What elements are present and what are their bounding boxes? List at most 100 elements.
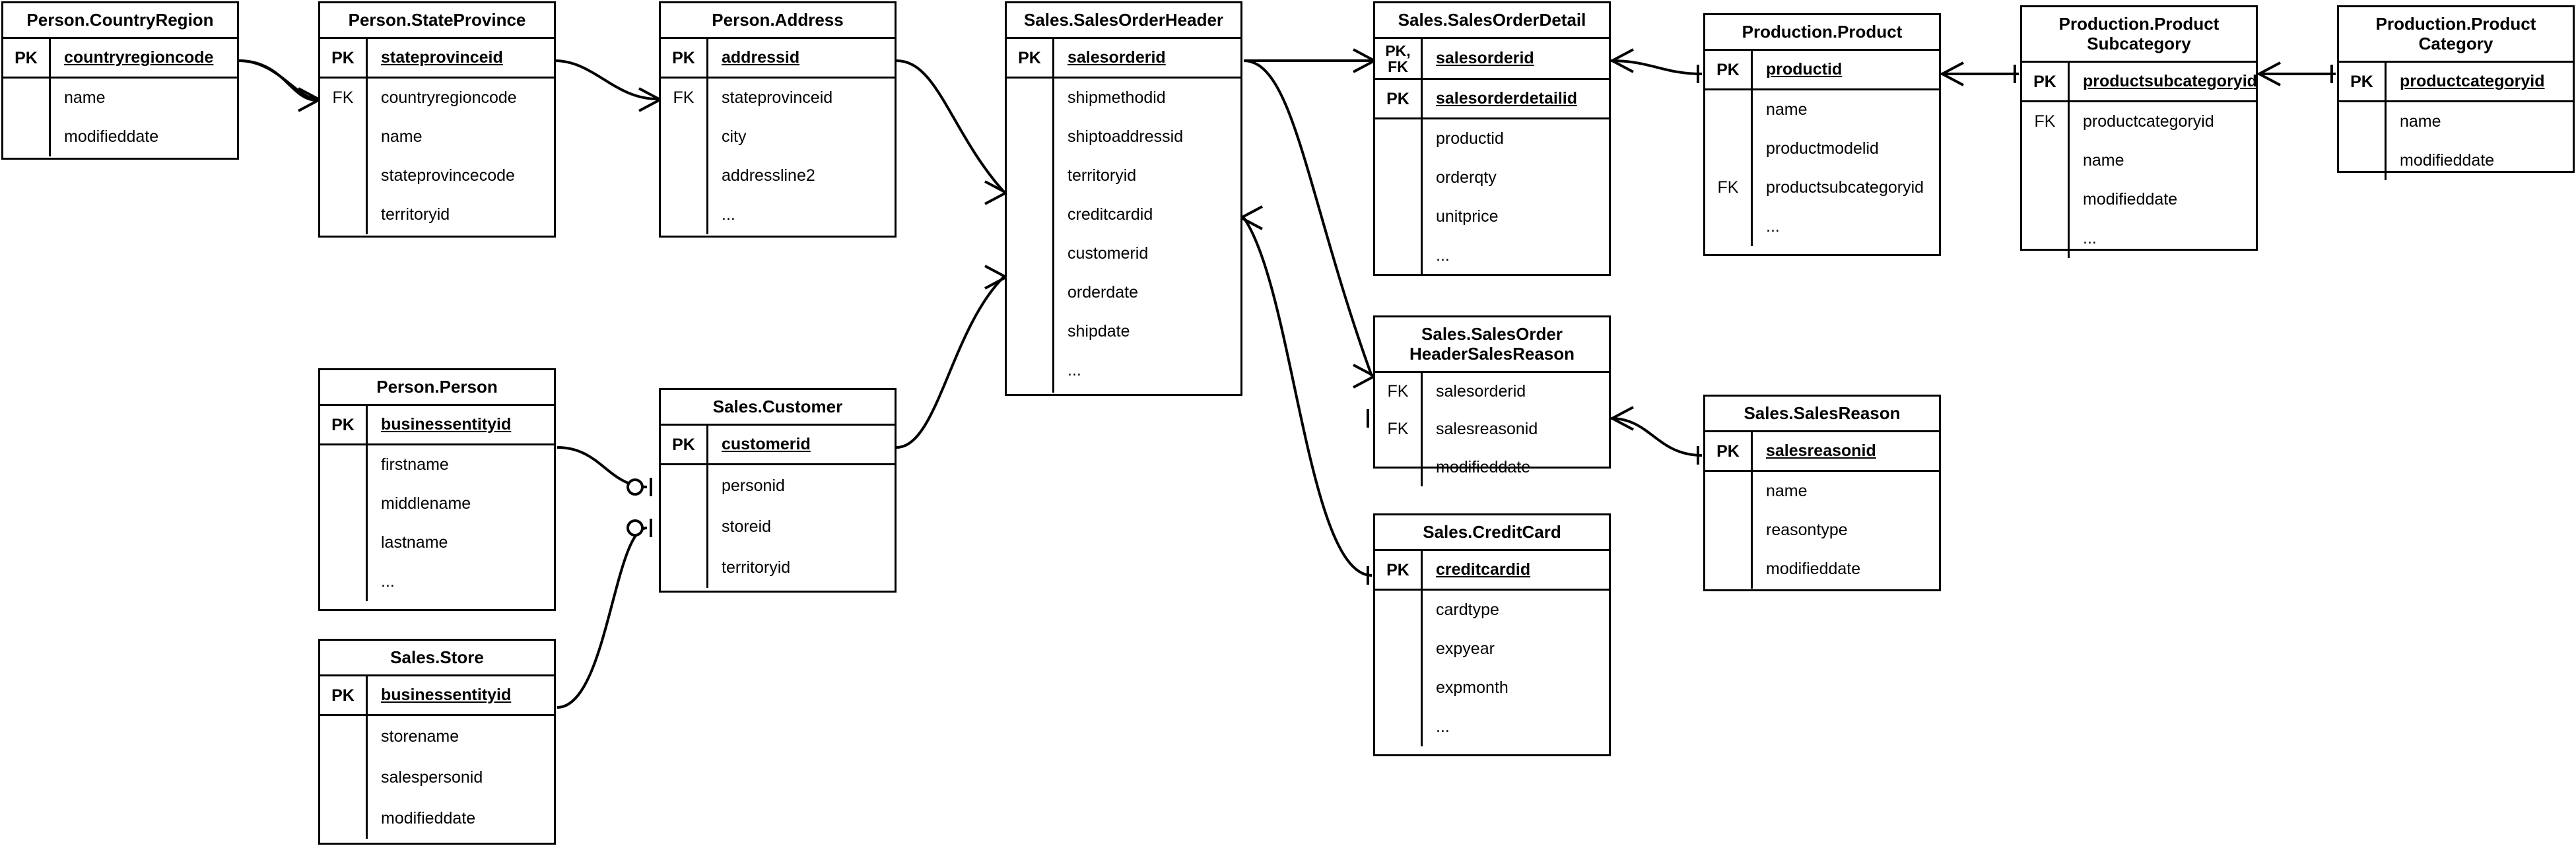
attribute-column: name modifieddate [51,79,237,156]
attribute-row: productid [1436,129,1504,148]
attribute-section: FK stateprovinceid city addressline2 ... [661,79,895,234]
pk-row[interactable]: PK productcategoryid [2339,63,2573,102]
entity-title: Sales.SalesOrder HeaderSalesReason [1409,324,1575,364]
entity-production-product[interactable]: Production.Product PK productid FK name … [1703,13,1941,256]
key-cell [2339,102,2385,141]
attribute-section: productid orderqty unitprice ... [1375,119,1609,275]
entity-sales-salesorderheadersalesreason[interactable]: Sales.SalesOrder HeaderSalesReason FK FK… [1373,315,1611,486]
entity-body: PK stateprovinceid FK countryregioncode … [320,37,554,234]
pk-row[interactable]: PK salesorderdetailid [1375,80,1609,119]
key-cell [1007,312,1052,351]
entity-title: Sales.SalesOrderDetail [1398,10,1586,30]
attribute-row: storename [381,727,459,746]
key-column [1375,119,1423,275]
pk-row[interactable]: PK businessentityid [320,676,554,716]
entity-production-productsubcategory[interactable]: Production.Product Subcategory PK produc… [2020,5,2258,258]
pk-row[interactable]: PK productid [1705,51,1939,90]
attribute-section: name reasontype modifieddate [1705,472,1939,589]
key-cell [661,547,706,588]
entity-production-productcategory[interactable]: Production.Product Category PK productca… [2337,5,2575,180]
entity-sales-salesorderheader[interactable]: Sales.SalesOrderHeader PK salesorderid [1005,1,1242,396]
key-cell [320,484,366,523]
pk-row[interactable]: PK salesorderid [1007,39,1240,79]
pk-row[interactable]: PK creditcardid [1375,551,1609,591]
marker-many-productsubcategory-product [1942,61,1964,86]
pk-row[interactable]: PK countryregioncode [3,39,237,79]
attribute-row: ... [2083,229,2097,247]
entity-person-address[interactable]: Person.Address PK addressid FK stateprov… [659,1,897,238]
key-cell [320,562,366,601]
attribute-section: name modifieddate [3,79,237,156]
key-cell [1375,630,1421,668]
marker-zero-one-person-customer [627,478,644,496]
pk-row[interactable]: PK productsubcategoryid [2022,63,2257,102]
pk-row[interactable]: PK businessentityid [320,406,554,445]
key-cell [661,465,706,506]
attribute-row: territoryid [381,205,450,224]
attribute-row: countryregioncode [381,88,517,107]
connector-countryregion-stateprovince [238,59,318,100]
pk-row-composite[interactable]: PK, FK salesorderid [1375,39,1609,80]
entity-person-stateprovince[interactable]: Person.StateProvince PK stateprovinceid … [318,1,556,238]
key-cell [1375,197,1421,236]
key-cell: FK [1387,420,1409,439]
entity-title: Production.Product Category [2375,14,2536,53]
connector-salesorderheader-sohsalesreason [1243,59,1373,377]
entity-person-countryregion[interactable]: Person.CountryRegion PK countryregioncod… [1,1,239,160]
attribute-column: name reasontype modifieddate [1753,472,1939,589]
pk-row[interactable]: PK stateprovinceid [320,39,554,79]
key-marker: PK [3,39,51,77]
attribute-row: cardtype [1436,601,1499,619]
entity-sales-creditcard[interactable]: Sales.CreditCard PK creditcardid cardtyp… [1373,513,1611,756]
entity-title: Person.Address [712,10,844,30]
entity-sales-customer[interactable]: Sales.Customer PK customerid personid st… [659,388,897,593]
key-cell [1375,236,1421,275]
key-cell [1007,351,1052,390]
attribute-row: customerid [1068,244,1149,263]
connector-address-salesorderheader [896,59,1005,193]
attribute-column: stateprovinceid city addressline2 ... [708,79,895,234]
entity-title: Person.Person [376,377,498,397]
pk-attribute: salesorderid [1436,49,1534,67]
entity-body: PK, FK salesorderid PK salesorderdetaili… [1375,37,1609,275]
attribute-row: stateprovincecode [381,166,515,185]
attribute-row: name [2400,112,2441,131]
key-column: FK FK [1375,373,1423,486]
attribute-row: middlename [381,494,471,513]
entity-sales-salesreason[interactable]: Sales.SalesReason PK salesreasonid name … [1703,395,1941,591]
key-column [2339,102,2387,180]
key-column: FK [661,79,708,234]
key-cell [1375,158,1421,197]
key-cell [1007,234,1052,273]
attribute-row: ... [1766,217,1780,236]
key-cell [1705,129,1751,168]
attribute-row: stateprovinceid [722,88,833,107]
key-marker: PK [1375,551,1423,589]
key-cell [320,117,366,156]
key-cell: FK [2034,112,2056,131]
entity-title: Sales.CreditCard [1423,522,1561,542]
attribute-row: salesorderid [1436,382,1526,401]
pk-row[interactable]: PK customerid [661,426,895,465]
attribute-row: modifieddate [1436,457,1531,476]
key-cell: FK [673,88,695,107]
pk-attribute: productsubcategoryid [2083,72,2257,90]
entity-body: PK countryregioncode name modifieddate [3,37,237,156]
key-cell [320,716,366,757]
attribute-column: firstname middlename lastname ... [368,445,554,601]
pk-attribute: creditcardid [1436,560,1531,579]
attribute-section: storename salespersonid modifieddate [320,716,554,839]
pk-row[interactable]: PK salesreasonid [1705,432,1939,472]
entity-body: PK customerid personid storeid territory… [661,424,895,588]
key-cell [661,117,706,156]
key-cell [1375,668,1421,707]
pk-row[interactable]: PK addressid [661,39,895,79]
attribute-row: salesreasonid [1436,420,1538,439]
entity-sales-salesorderdetail[interactable]: Sales.SalesOrderDetail PK, FK salesorder… [1373,1,1611,276]
entity-person-person[interactable]: Person.Person PK businessentityid firstn… [318,368,556,611]
attribute-row: productmodelid [1766,139,1879,158]
attribute-row: productcategoryid [2083,112,2214,131]
entity-sales-store[interactable]: Sales.Store PK businessentityid storenam… [318,639,556,845]
pk-attribute: salesorderdetailid [1436,89,1577,108]
